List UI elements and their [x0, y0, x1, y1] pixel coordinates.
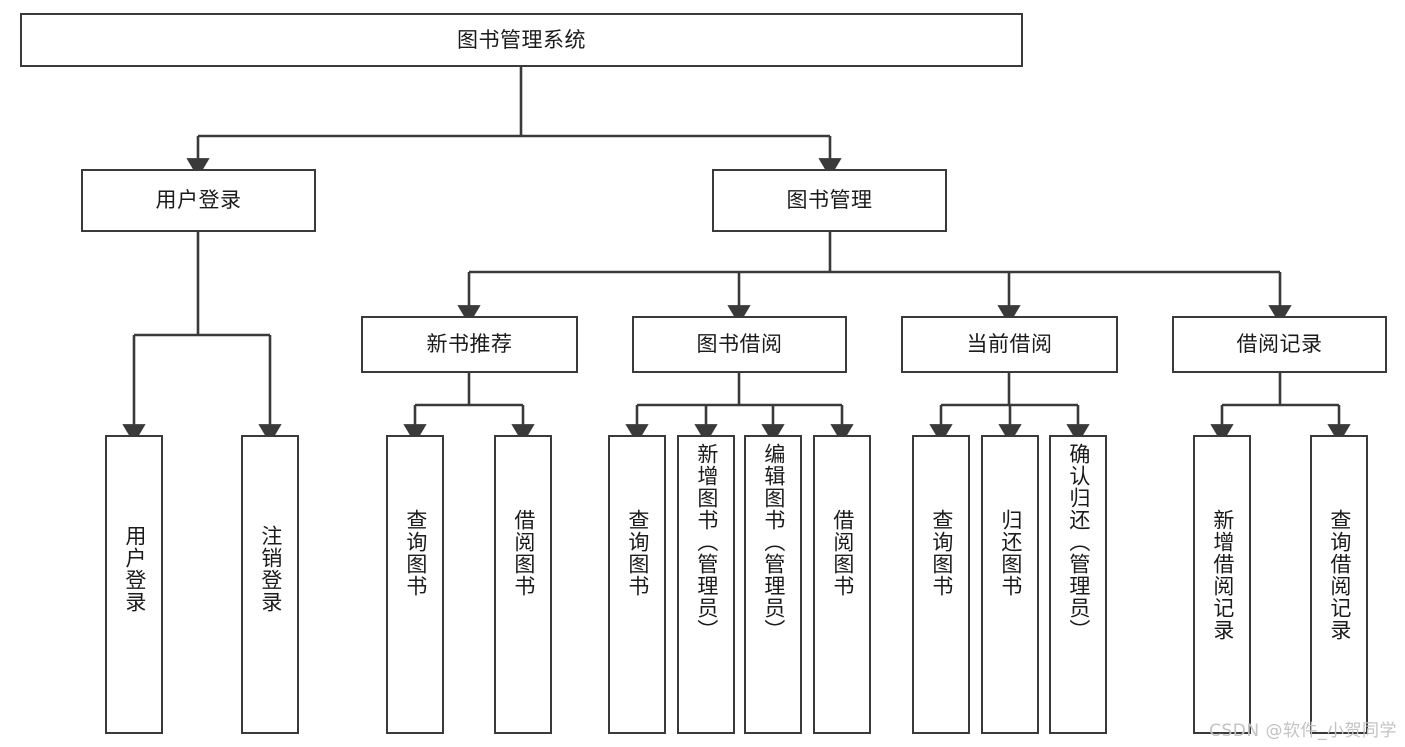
node-book-management[interactable]: 图书管理 [712, 169, 947, 232]
node-label: 确认归还（管理员） [1066, 443, 1091, 641]
node-new-book-recommend[interactable]: 新书推荐 [361, 316, 578, 373]
leaf-current-borrow-query-books[interactable]: 查询图书 [912, 435, 970, 734]
leaf-current-borrow-confirm-return-admin[interactable]: 确认归还（管理员） [1049, 435, 1107, 734]
leaf-book-borrow-query-books[interactable]: 查询图书 [608, 435, 666, 734]
node-label: 用户登录 [155, 188, 242, 213]
node-label: 新书推荐 [426, 332, 513, 357]
leaf-book-borrow-borrow-books[interactable]: 借阅图书 [813, 435, 871, 734]
node-label: 归还图书 [998, 509, 1023, 597]
node-user-login[interactable]: 用户登录 [81, 169, 316, 232]
leaf-current-borrow-return-books[interactable]: 归还图书 [981, 435, 1039, 734]
node-root-book-management-system[interactable]: 图书管理系统 [20, 13, 1023, 67]
node-borrow-record[interactable]: 借阅记录 [1172, 316, 1387, 373]
node-book-borrow[interactable]: 图书借阅 [632, 316, 847, 373]
node-label: 图书借阅 [696, 332, 783, 357]
node-label: 新增图书（管理员） [694, 443, 719, 641]
leaf-new-book-borrow-books[interactable]: 借阅图书 [494, 435, 552, 734]
node-label: 借阅记录 [1236, 332, 1323, 357]
node-label: 图书管理系统 [457, 27, 586, 52]
leaf-user-login-login[interactable]: 用户登录 [105, 435, 163, 734]
node-label: 查询借阅记录 [1327, 509, 1352, 641]
node-label: 当前借阅 [966, 332, 1053, 357]
node-label: 图书管理 [786, 188, 873, 213]
node-label: 查询图书 [403, 509, 428, 597]
node-current-borrow[interactable]: 当前借阅 [901, 316, 1118, 373]
node-label: 借阅图书 [511, 509, 536, 597]
leaf-borrow-record-add-record[interactable]: 新增借阅记录 [1193, 435, 1251, 734]
node-label: 借阅图书 [830, 509, 855, 597]
node-label: 查询图书 [929, 509, 954, 597]
node-label: 新增借阅记录 [1210, 509, 1235, 641]
leaf-user-login-logout[interactable]: 注销登录 [241, 435, 299, 734]
watermark-csdn: CSDN @软件_小贺同学 [1209, 721, 1397, 741]
node-label: 注销登录 [258, 525, 283, 613]
node-label: 用户登录 [122, 525, 147, 613]
node-label: 查询图书 [625, 509, 650, 597]
node-label: 编辑图书（管理员） [761, 443, 786, 641]
leaf-book-borrow-add-book-admin[interactable]: 新增图书（管理员） [677, 435, 735, 734]
leaf-book-borrow-edit-book-admin[interactable]: 编辑图书（管理员） [744, 435, 802, 734]
leaf-borrow-record-query-record[interactable]: 查询借阅记录 [1310, 435, 1368, 734]
leaf-new-book-query-books[interactable]: 查询图书 [386, 435, 444, 734]
